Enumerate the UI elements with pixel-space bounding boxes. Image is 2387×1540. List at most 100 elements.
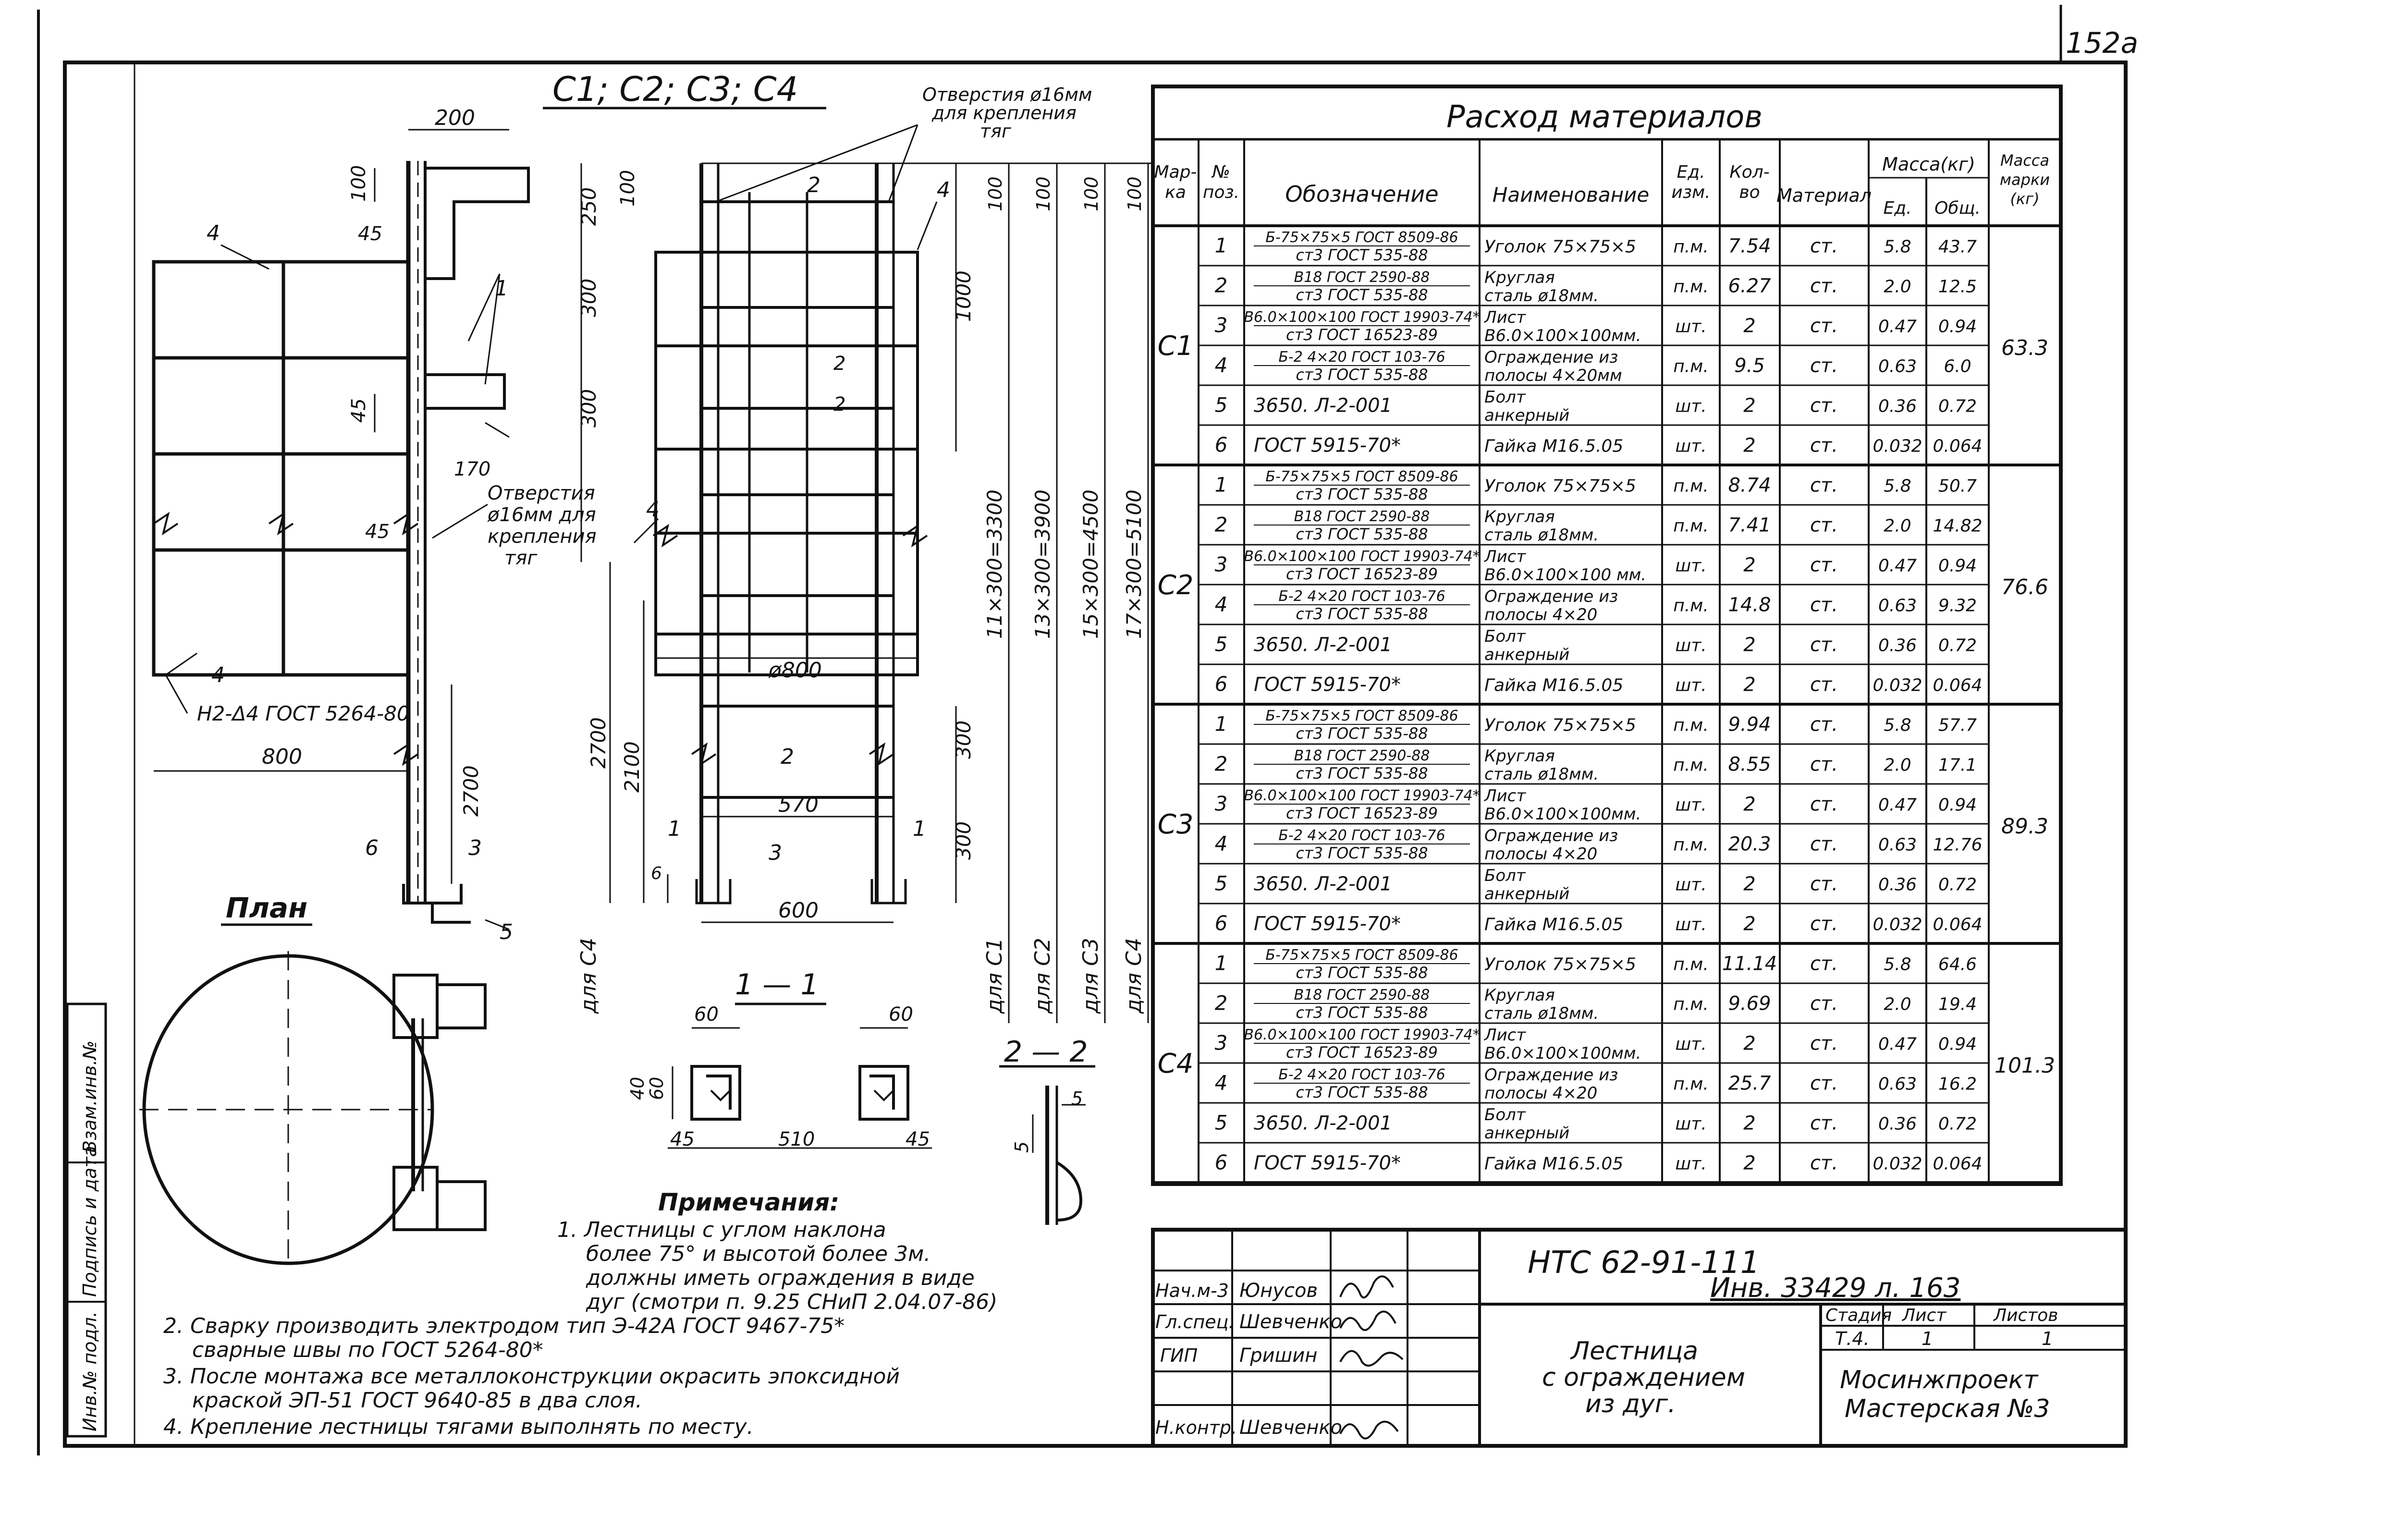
cell-material: ст. xyxy=(1810,475,1838,497)
holes-mid-3: крепления xyxy=(488,526,597,548)
cell-mass-total: 0.94 xyxy=(1938,795,1977,815)
cell-material: ст. xyxy=(1810,913,1838,935)
cell-pos: 2 xyxy=(1215,513,1228,537)
pos-4-side-top: 4 xyxy=(207,221,220,245)
section-1-1-label: 1 — 1 xyxy=(735,968,819,1002)
cell-designation-1: В18 ГОСТ 2590-88 xyxy=(1294,508,1430,525)
for-c3: для С3 xyxy=(1078,938,1103,1014)
cell-pos: 6 xyxy=(1215,672,1228,696)
cell-designation-2: ст3 ГОСТ 535-88 xyxy=(1296,844,1428,862)
cell-material: ст. xyxy=(1810,873,1838,895)
cell-designation-2: ст3 ГОСТ 535-88 xyxy=(1296,1003,1428,1022)
role-1: Нач.м-3 xyxy=(1155,1280,1229,1301)
cell-mass-unit: 2.0 xyxy=(1884,516,1911,536)
stage-label: Стадия xyxy=(1825,1306,1892,1325)
cell-name: Гайка М16.5.05 xyxy=(1484,915,1623,935)
cell-name-1: Болт xyxy=(1484,866,1526,885)
note-line-9: 4. Крепление лестницы тягами выполнять п… xyxy=(163,1415,754,1439)
cell-unit: п.м. xyxy=(1673,995,1709,1014)
cell-mark: С3 xyxy=(1158,809,1194,840)
cell-name-2: анкерный xyxy=(1484,1124,1569,1143)
cell-mass-total: 0.94 xyxy=(1938,556,1977,576)
signature-2 xyxy=(1339,1310,1396,1331)
cell-name-2: В6.0×100×100 мм. xyxy=(1484,565,1646,585)
cell-designation-2: ст3 ГОСТ 535-88 xyxy=(1296,964,1428,982)
dim-phi800: ø800 xyxy=(768,658,822,683)
holes-top-3: тяг xyxy=(980,121,1012,142)
cell-designation-2: ст3 ГОСТ 535-88 xyxy=(1296,525,1428,543)
cell-mass-unit: 0.032 xyxy=(1873,915,1922,935)
cell-unit: шт. xyxy=(1675,676,1706,696)
dim-300-c: 300 xyxy=(952,721,975,759)
dim-300-b: 300 xyxy=(577,389,600,428)
doc-name-1: Лестница xyxy=(1570,1337,1698,1366)
cell-name-1: Круглая xyxy=(1484,507,1555,526)
cell-mass-total: 0.064 xyxy=(1933,676,1982,696)
cell-pos: 2 xyxy=(1215,752,1228,776)
cell-material: ст. xyxy=(1810,315,1838,337)
cell-name-2: анкерный xyxy=(1484,406,1569,425)
cell-qty: 20.3 xyxy=(1728,833,1771,856)
cell-name-2: полосы 4×20 xyxy=(1484,605,1597,624)
sheet-value: 1 xyxy=(1922,1328,1933,1349)
cell-mark-mass: 76.6 xyxy=(2001,575,2048,599)
cell-mass-unit: 0.47 xyxy=(1878,556,1917,576)
cell-pos: 5 xyxy=(1215,633,1228,656)
cell-mass-total: 0.72 xyxy=(1938,397,1977,416)
cell-material: ст. xyxy=(1810,554,1838,576)
cell-material: ст. xyxy=(1810,275,1838,297)
cell-designation-1: Б-75×75×5 ГОСТ 8509-86 xyxy=(1265,947,1458,964)
cell-mark: С2 xyxy=(1158,570,1194,601)
holes-top-2: для крепления xyxy=(931,102,1077,123)
dim-40-a: 40 xyxy=(627,1077,648,1100)
pos-2-front-bot: 2 xyxy=(781,745,794,769)
cell-name: Уголок 75×75×5 xyxy=(1484,955,1636,975)
header-unit-2: изм. xyxy=(1671,183,1710,202)
dim-170: 170 xyxy=(454,458,490,480)
cell-pos: 2 xyxy=(1215,991,1228,1015)
cell-unit: п.м. xyxy=(1673,357,1709,377)
cell-mass-total: 12.5 xyxy=(1938,277,1977,297)
notes-title: Примечания: xyxy=(658,1188,839,1216)
dim-60-c: 60 xyxy=(646,1077,667,1100)
note-line-4: дуг (смотри п. 9.25 СНиП 2.04.07-86) xyxy=(586,1290,997,1314)
drawing-title: С1; С2; С3; С4 xyxy=(552,70,798,109)
cell-designation-1: В6.0×100×100 ГОСТ 19903-74* xyxy=(1244,309,1480,326)
cell-unit: шт. xyxy=(1675,875,1706,895)
cell-qty: 7.41 xyxy=(1728,514,1771,537)
cell-qty: 9.69 xyxy=(1728,993,1771,1015)
cell-qty: 2 xyxy=(1743,1112,1755,1135)
cell-qty: 6.27 xyxy=(1728,275,1771,297)
cell-designation: 3650. Л-2-001 xyxy=(1254,873,1392,895)
note-line-3: должны иметь ограждения в виде xyxy=(586,1266,975,1290)
cell-unit: п.м. xyxy=(1673,955,1709,975)
cell-designation-2: ст3 ГОСТ 535-88 xyxy=(1296,485,1428,503)
cell-mass-total: 0.72 xyxy=(1938,1114,1977,1134)
for-c4-side: для С4 xyxy=(576,938,601,1014)
cell-pos: 5 xyxy=(1215,393,1228,417)
cell-designation-2: ст3 ГОСТ 16523-89 xyxy=(1286,1043,1438,1062)
cell-mass-unit: 0.032 xyxy=(1873,437,1922,456)
role-3: ГИП xyxy=(1160,1345,1198,1366)
pos-5-side: 5 xyxy=(500,920,513,944)
cell-mass-unit: 0.032 xyxy=(1873,676,1922,696)
plan-view xyxy=(139,923,487,1268)
name-3: Гришин xyxy=(1239,1344,1317,1367)
note-line-1: 1. Лестницы с углом наклона xyxy=(557,1218,886,1242)
cell-unit: шт. xyxy=(1675,915,1706,935)
ladder-side-view xyxy=(152,129,530,930)
cell-designation-2: ст3 ГОСТ 16523-89 xyxy=(1286,804,1438,822)
cell-qty: 2 xyxy=(1743,435,1755,457)
cell-pos: 6 xyxy=(1215,433,1228,457)
cell-mass-unit: 5.8 xyxy=(1884,716,1911,735)
note-line-2: более 75° и высотой более 3м. xyxy=(586,1242,930,1266)
cell-designation-1: Б-2 4×20 ГОСТ 103-76 xyxy=(1278,1066,1445,1083)
dim-300-d: 300 xyxy=(952,821,975,860)
plan-label: План xyxy=(226,892,307,924)
cell-designation-1: Б-75×75×5 ГОСТ 8509-86 xyxy=(1265,229,1458,246)
cell-pos: 4 xyxy=(1215,832,1228,856)
header-markmass-2: марки xyxy=(2000,171,2050,189)
cell-name-1: Лист xyxy=(1483,308,1526,327)
cell-designation-2: ст3 ГОСТ 16523-89 xyxy=(1286,565,1438,583)
cell-pos: 1 xyxy=(1215,234,1228,257)
